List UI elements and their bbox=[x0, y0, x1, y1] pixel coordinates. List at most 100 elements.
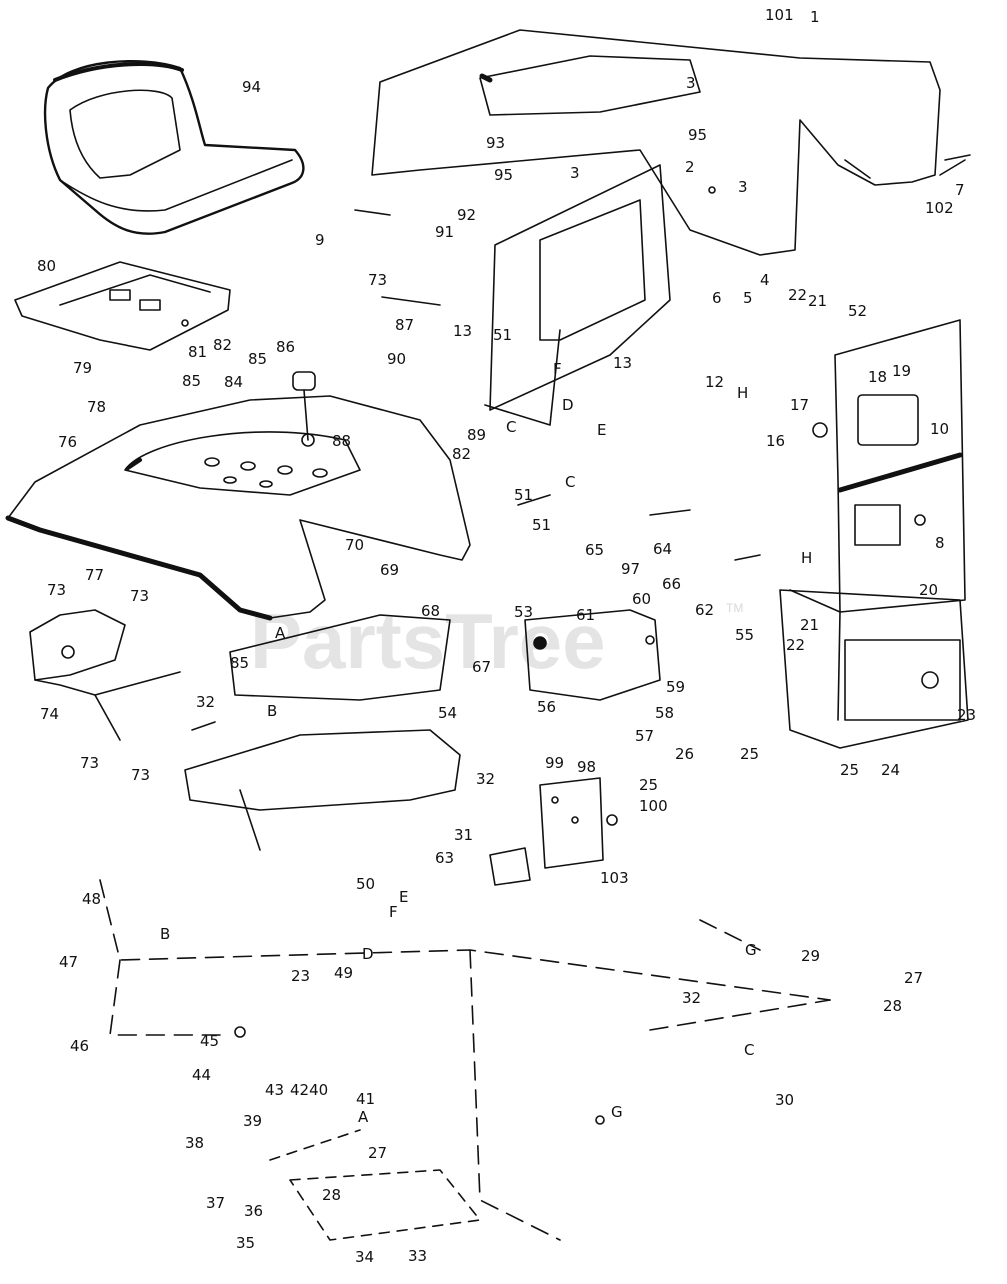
callout-label: 79 bbox=[73, 359, 92, 377]
callout-label: 3 bbox=[570, 164, 580, 182]
callout-label: 23 bbox=[957, 706, 976, 724]
callout-label: 22 bbox=[788, 286, 807, 304]
callout-label: 85 bbox=[248, 350, 267, 368]
callout-label: 52 bbox=[848, 302, 867, 320]
callout-label: 21 bbox=[808, 292, 827, 310]
callout-label: 48 bbox=[82, 890, 101, 908]
callout-label: 37 bbox=[206, 1194, 225, 1212]
callout-label: 24 bbox=[881, 761, 900, 779]
callout-label: 51 bbox=[493, 326, 512, 344]
part-lever-86 bbox=[292, 371, 316, 447]
callout-label: 92 bbox=[457, 206, 476, 224]
callout-label: B bbox=[160, 925, 170, 943]
callout-label: H bbox=[801, 549, 812, 567]
callout-label: 19 bbox=[892, 362, 911, 380]
callout-label: A bbox=[358, 1108, 369, 1126]
callout-label: 80 bbox=[37, 257, 56, 275]
part-bracket-99 bbox=[489, 777, 618, 886]
part-hitch-plate-28 bbox=[269, 1129, 481, 1241]
callout-label: 39 bbox=[243, 1112, 262, 1130]
callout-label: 51 bbox=[532, 516, 551, 534]
callout-label: 4 bbox=[760, 271, 770, 289]
callout-label: 50 bbox=[356, 875, 375, 893]
callout-label: 94 bbox=[242, 78, 261, 96]
callout-label: 8 bbox=[935, 534, 945, 552]
callout-label: 67 bbox=[472, 658, 491, 676]
callout-label: 46 bbox=[70, 1037, 89, 1055]
callout-label: G bbox=[745, 941, 757, 959]
callout-label: 68 bbox=[421, 602, 440, 620]
part-plate-54 bbox=[229, 614, 451, 701]
callout-label: 55 bbox=[735, 626, 754, 644]
callout-label: 25 bbox=[639, 776, 658, 794]
callout-label: 61 bbox=[576, 606, 595, 624]
callout-label: 54 bbox=[438, 704, 457, 722]
callout-label: 28 bbox=[322, 1186, 341, 1204]
callout-label: 70 bbox=[345, 536, 364, 554]
callout-label: 58 bbox=[655, 704, 674, 722]
callout-label: 30 bbox=[775, 1091, 794, 1109]
callout-label: 95 bbox=[494, 166, 513, 184]
callout-label: 82 bbox=[213, 336, 232, 354]
callout-label: 23 bbox=[291, 967, 310, 985]
callout-label: C bbox=[744, 1041, 754, 1059]
part-seat-bracket-80 bbox=[14, 261, 231, 351]
watermark-trademark: TM bbox=[726, 601, 743, 615]
watermark: PartsTree TM bbox=[250, 597, 743, 685]
callout-label: 62 bbox=[695, 601, 714, 619]
callout-label: 98 bbox=[577, 758, 596, 776]
callout-label: 25 bbox=[840, 761, 859, 779]
callout-label: 74 bbox=[40, 705, 59, 723]
callout-label: 41 bbox=[356, 1090, 375, 1108]
callout-label: 49 bbox=[334, 964, 353, 982]
callout-label: 5 bbox=[743, 289, 753, 307]
callout-label: C bbox=[506, 418, 516, 436]
part-control-panel-20 bbox=[834, 319, 966, 613]
callout-label: 85 bbox=[230, 654, 249, 672]
callout-label: 73 bbox=[131, 766, 150, 784]
callout-label: 78 bbox=[87, 398, 106, 416]
callout-label: 77 bbox=[85, 566, 104, 584]
callout-label: 32 bbox=[196, 693, 215, 711]
part-dash-frame-2 bbox=[484, 164, 671, 426]
callout-label: 82 bbox=[452, 445, 471, 463]
callout-label: D bbox=[362, 945, 374, 963]
callout-label: 44 bbox=[192, 1066, 211, 1084]
callout-label: 64 bbox=[653, 540, 672, 558]
callout-label: D bbox=[562, 396, 574, 414]
callout-label: 32 bbox=[682, 989, 701, 1007]
callout-label: F bbox=[553, 360, 562, 378]
callout-label: 3 bbox=[686, 74, 696, 92]
callout-label: 86 bbox=[276, 338, 295, 356]
callout-label: 21 bbox=[800, 616, 819, 634]
callout-label: 90 bbox=[387, 350, 406, 368]
callout-label: 47 bbox=[59, 953, 78, 971]
part-grille-23 bbox=[779, 589, 969, 749]
callout-label: 73 bbox=[80, 754, 99, 772]
callout-label: 1 bbox=[810, 8, 820, 26]
callout-label: 53 bbox=[514, 603, 533, 621]
callout-label: 60 bbox=[632, 590, 651, 608]
callout-label: 35 bbox=[236, 1234, 255, 1252]
callout-label: B bbox=[267, 702, 277, 720]
callout-label: A bbox=[275, 624, 286, 642]
callout-label: 17 bbox=[790, 396, 809, 414]
part-linkage-74 bbox=[29, 609, 181, 741]
part-frame-29 bbox=[99, 879, 831, 1241]
callout-label: 31 bbox=[454, 826, 473, 844]
callout-label: 16 bbox=[766, 432, 785, 450]
callout-label: 65 bbox=[585, 541, 604, 559]
callout-label: E bbox=[399, 888, 408, 906]
callout-label: 20 bbox=[919, 581, 938, 599]
callout-label: 88 bbox=[332, 432, 351, 450]
callout-label: 73 bbox=[368, 271, 387, 289]
callout-label: 3 bbox=[738, 178, 748, 196]
callout-label: 100 bbox=[639, 797, 668, 815]
callout-label: 10 bbox=[930, 420, 949, 438]
callout-label: 66 bbox=[662, 575, 681, 593]
callout-label: 87 bbox=[395, 316, 414, 334]
callout-label: 29 bbox=[801, 947, 820, 965]
callout-label: E bbox=[597, 421, 606, 439]
callout-label: 4240 bbox=[290, 1081, 328, 1099]
